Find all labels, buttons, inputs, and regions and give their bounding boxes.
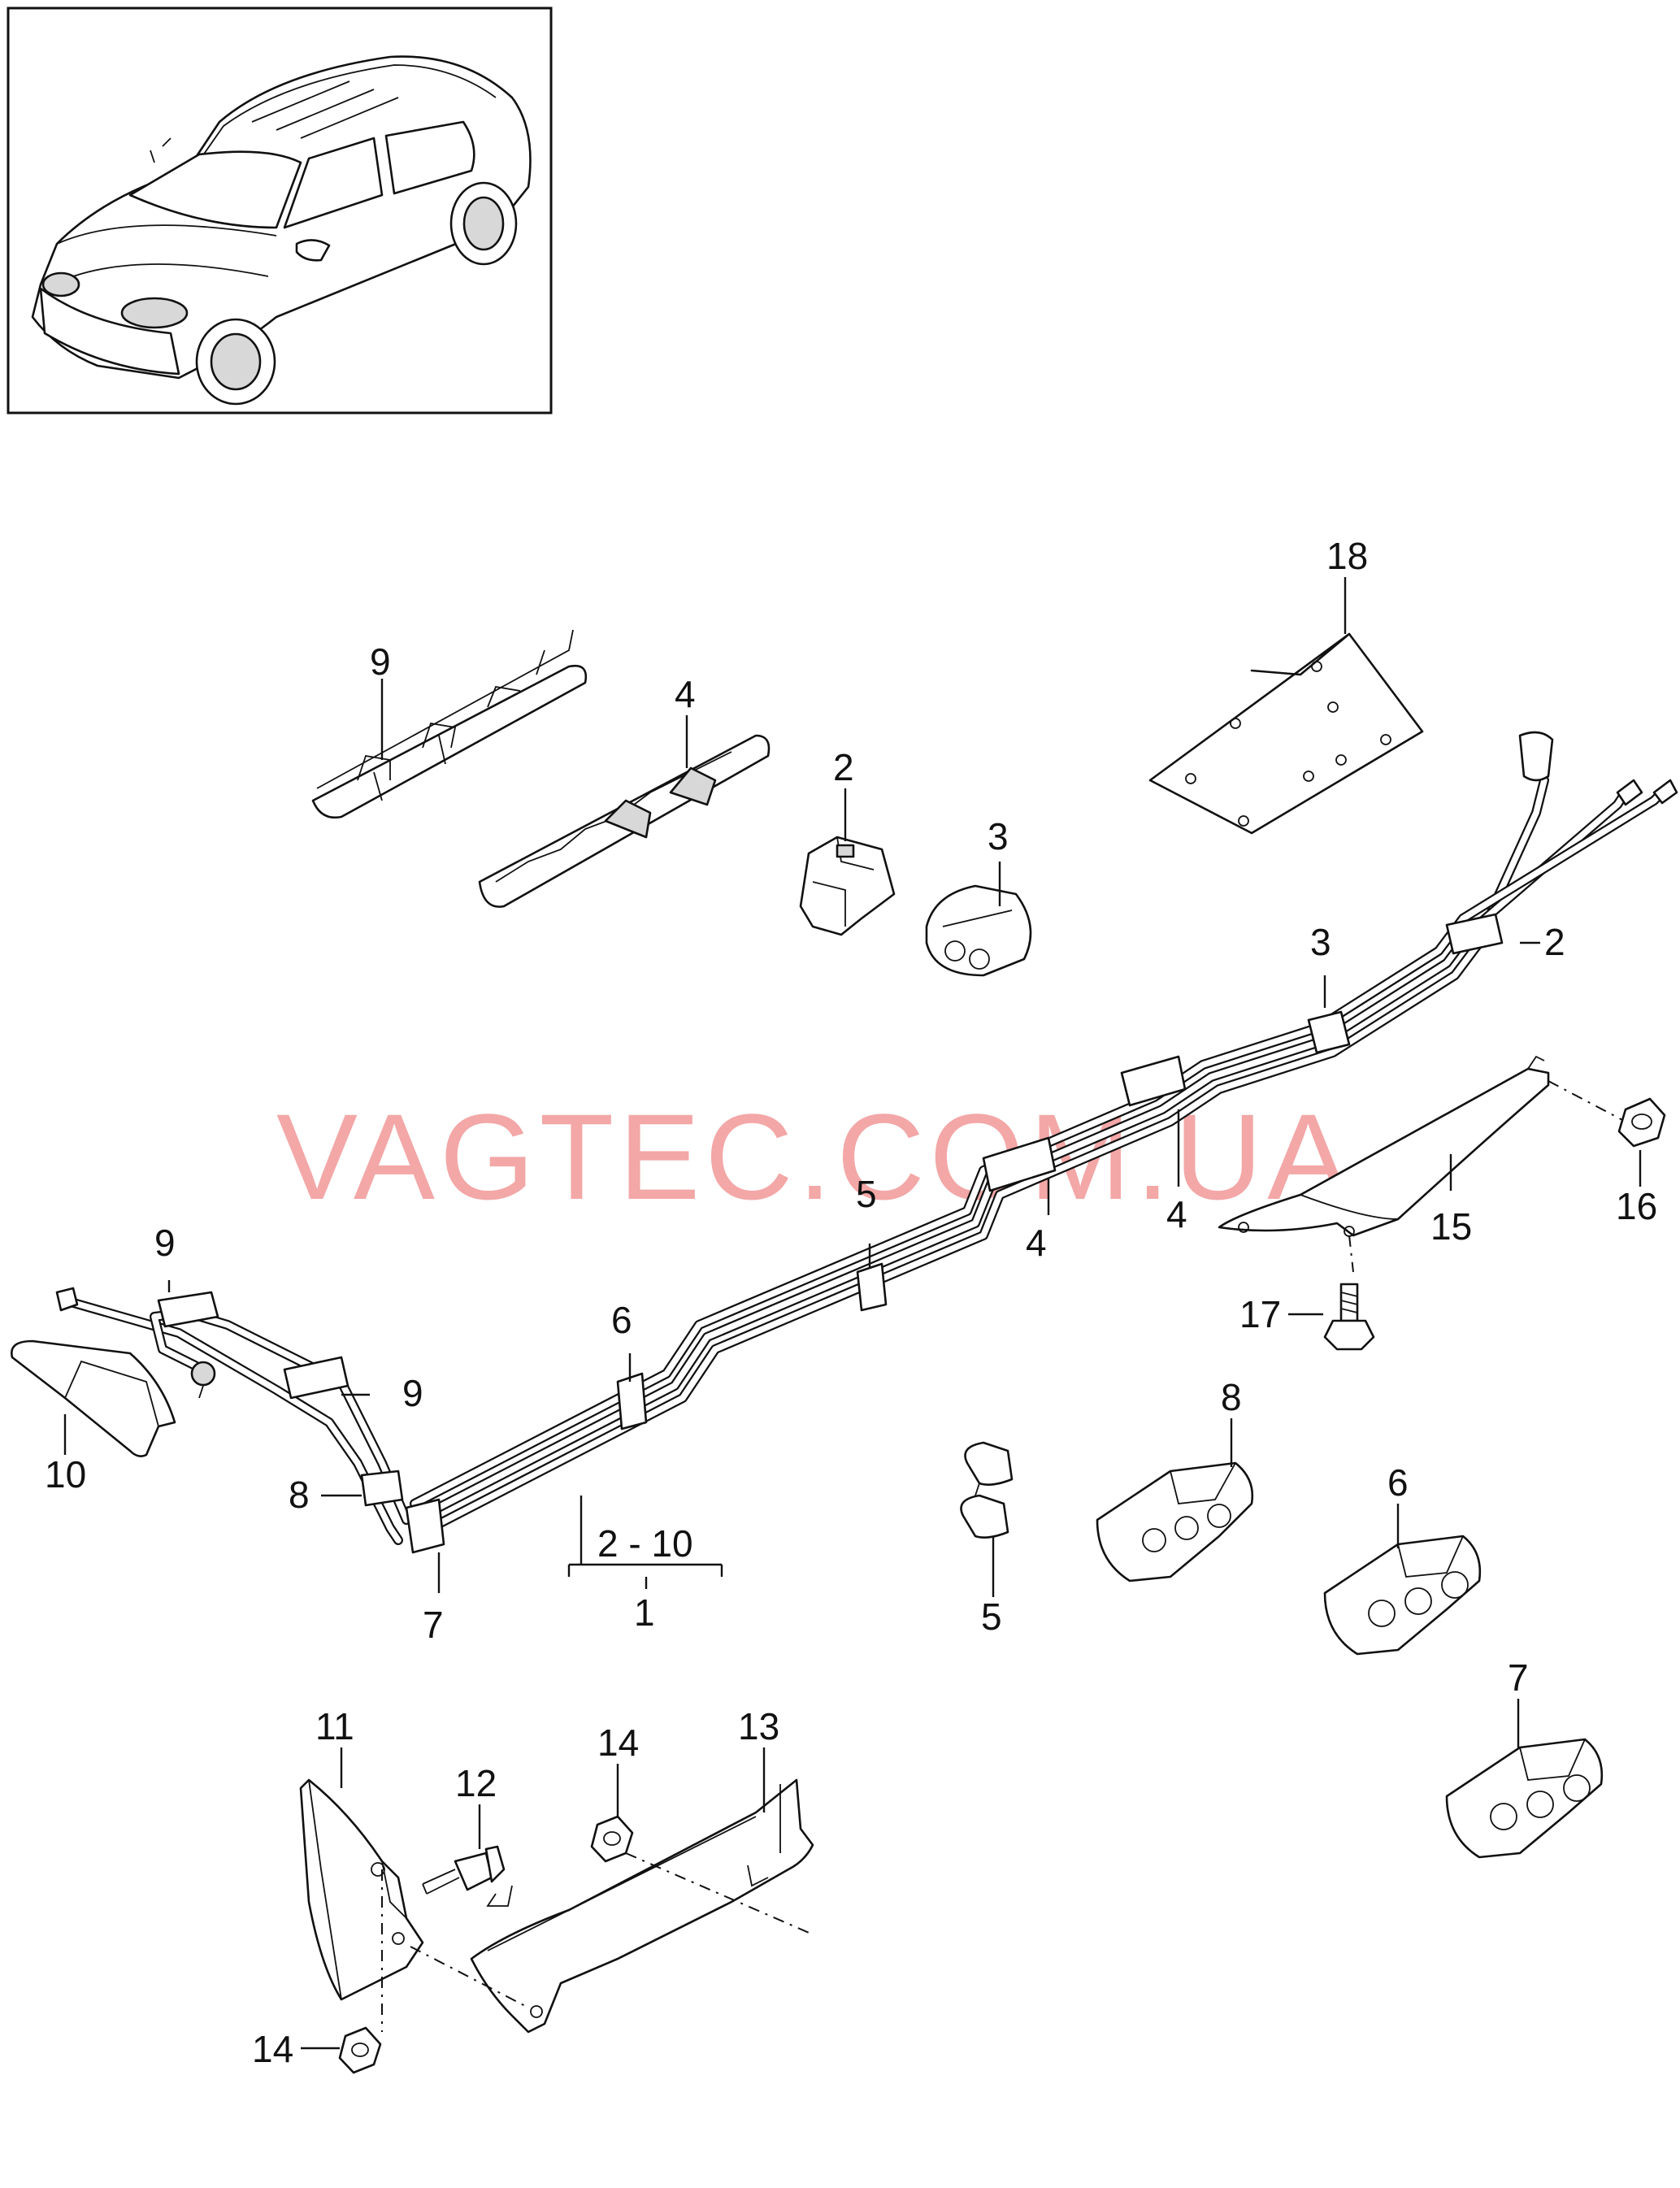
part-16-nut <box>1617 1097 1666 1148</box>
callout-5-loose: 5 <box>981 1595 1002 1638</box>
callout-14-bottom: 14 <box>252 2028 293 2070</box>
callout-11: 11 <box>315 1705 354 1747</box>
callout-1: 1 <box>634 1591 655 1634</box>
callout-8-loose: 8 <box>1221 1376 1242 1418</box>
part-18-shield <box>1148 632 1424 835</box>
part-14-nut-bottom <box>338 2026 382 2074</box>
brake-line-assembly <box>55 731 1678 1554</box>
callout-15: 15 <box>1430 1205 1472 1248</box>
callout-2-line: 2 <box>1544 921 1565 963</box>
callout-8-line: 8 <box>289 1474 310 1516</box>
callout-17: 17 <box>1239 1293 1281 1335</box>
callout-9-line-right: 9 <box>402 1372 423 1414</box>
callout-2-top: 2 <box>833 746 854 788</box>
part-15-bracket <box>1218 1055 1550 1237</box>
part-10-shield <box>11 1339 176 1457</box>
part-4-clip-top <box>478 734 771 908</box>
callout-4-line-left: 4 <box>1026 1222 1047 1264</box>
callout-3-line: 3 <box>1310 921 1331 963</box>
callout-18: 18 <box>1326 535 1368 577</box>
callout-4-top: 4 <box>675 673 696 715</box>
part-13-shield <box>470 1778 814 2034</box>
callout-7-line: 7 <box>423 1604 444 1646</box>
callout-9-line-left: 9 <box>154 1222 176 1264</box>
part-3-clip-top <box>925 884 1032 977</box>
callout-5-line: 5 <box>856 1173 877 1215</box>
part-14-nut-top <box>590 1815 634 1863</box>
vehicle-thumbnail <box>7 7 553 415</box>
part-5-clip <box>960 1441 1014 1539</box>
callout-4-line-right: 4 <box>1166 1193 1187 1235</box>
callout-12: 12 <box>455 1762 497 1804</box>
part-17-bolt <box>1323 1283 1375 1351</box>
callout-7-loose: 7 <box>1508 1656 1529 1699</box>
callout-6-line: 6 <box>611 1299 632 1341</box>
part-8-clip <box>1096 1461 1254 1582</box>
part-12-screw <box>422 1845 506 1895</box>
callout-13: 13 <box>738 1705 779 1747</box>
callout-6-loose: 6 <box>1387 1461 1409 1504</box>
callout-range: 2 - 10 <box>597 1522 693 1565</box>
part-7-clip <box>1445 1738 1604 1859</box>
callout-16: 16 <box>1616 1185 1657 1227</box>
callouts: 18 9 4 2 3 2 3 4 4 5 6 9 9 10 8 7 2 - 10… <box>45 535 1657 2070</box>
watermark: VAGTEC.COM.UA <box>276 1088 1353 1225</box>
leader-lines <box>167 941 1540 1593</box>
callout-14-top: 14 <box>597 1721 639 1764</box>
callout-3-top: 3 <box>988 815 1009 857</box>
part-11-shield <box>299 1778 424 2001</box>
callout-10: 10 <box>45 1453 86 1496</box>
part-9-clip-top <box>311 629 588 819</box>
part-6-clip <box>1323 1535 1482 1656</box>
part-2-clip-top <box>799 836 896 936</box>
callout-9-top: 9 <box>370 640 391 683</box>
